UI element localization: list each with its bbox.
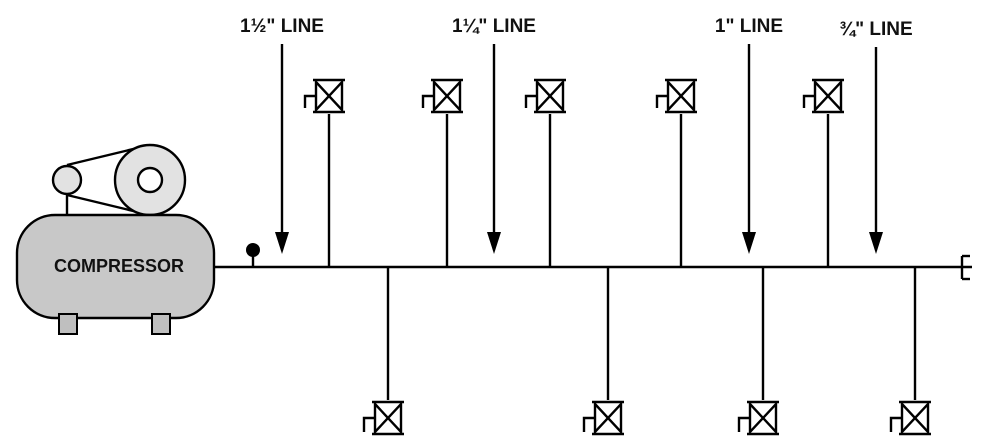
pressure-gauge-icon <box>246 243 260 267</box>
ball-valve-icon <box>429 78 465 114</box>
callout-arrow-icon <box>869 232 883 254</box>
pipe-size-label: 1½" LINE <box>240 16 324 37</box>
drop-line-lower <box>362 267 406 436</box>
drop-line-upper <box>421 78 465 267</box>
pipe-size-label: ¾" LINE <box>839 19 912 40</box>
pipe-size-label: 1¼" LINE <box>452 16 536 37</box>
drop-line-lower <box>889 267 933 436</box>
pipe-size-callout: ¾" LINE <box>839 19 913 254</box>
ball-valve-icon <box>532 78 568 114</box>
pipe-end-cap-icon <box>960 254 970 281</box>
pipe-size-label: 1" LINE <box>715 16 783 37</box>
ball-valve-icon <box>810 78 846 114</box>
callout-arrow-icon <box>742 232 756 254</box>
ball-valve-icon <box>663 78 699 114</box>
drop-line-upper <box>655 78 699 267</box>
flywheel-hub-icon <box>136 166 164 194</box>
ball-valve-icon <box>897 400 933 436</box>
ball-valve-icon <box>745 400 781 436</box>
drop-line-upper <box>524 78 568 267</box>
compressor-foot-right <box>151 313 171 335</box>
compressor: COMPRESSOR <box>15 143 216 335</box>
drop-line-upper <box>802 78 846 267</box>
ball-valve-icon <box>590 400 626 436</box>
callout-arrow-icon <box>487 232 501 254</box>
pipe-size-callout: 1¼" LINE <box>452 16 536 254</box>
pipe-size-callout: 1" LINE <box>715 16 783 254</box>
ball-valve-icon <box>311 78 347 114</box>
compressor-foot-left <box>58 313 78 335</box>
drop-line-lower <box>737 267 781 436</box>
pipe-size-callout: 1½" LINE <box>240 16 324 254</box>
drop-line-upper <box>303 78 347 267</box>
drop-line-lower <box>582 267 626 436</box>
motor-pulley-icon <box>51 164 83 196</box>
ball-valve-icon <box>370 400 406 436</box>
callout-arrow-icon <box>275 232 289 254</box>
compressor-label: COMPRESSOR <box>54 256 184 276</box>
